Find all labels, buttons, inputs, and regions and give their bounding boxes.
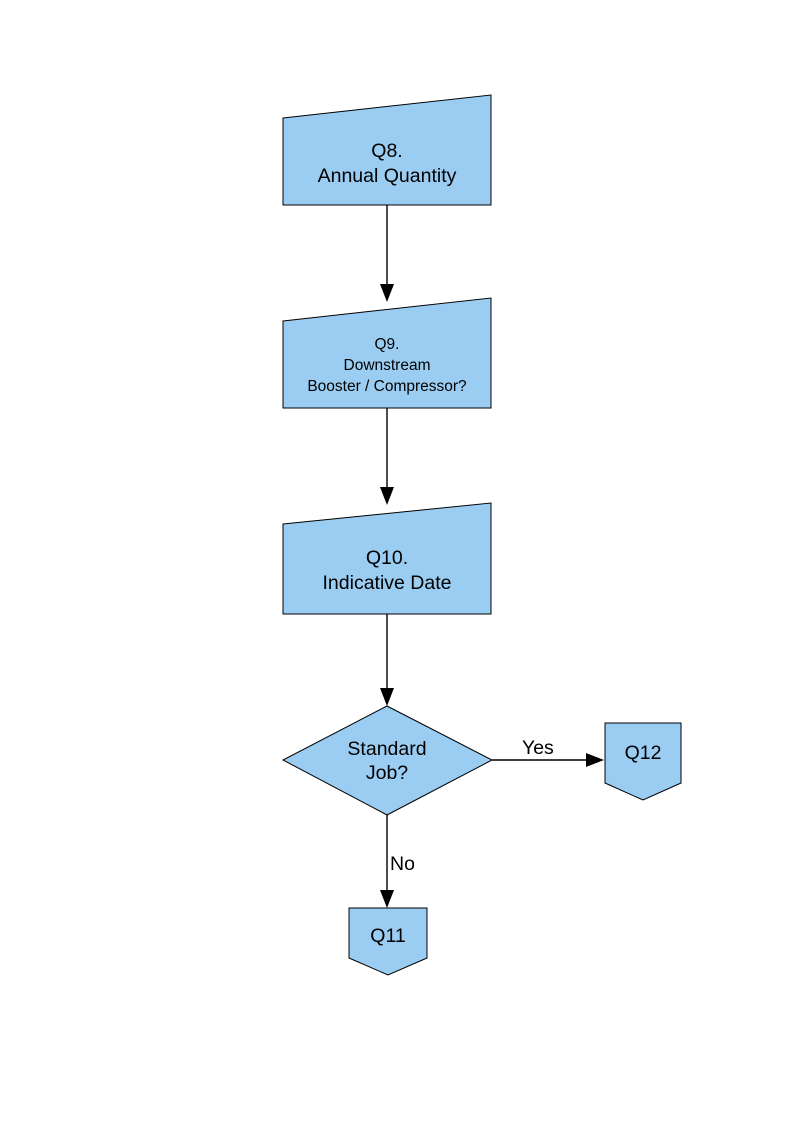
q12-label: Q12 xyxy=(625,742,662,764)
q11-shape[interactable] xyxy=(348,907,428,976)
edge-q8-to-q9-arrowhead xyxy=(380,284,394,302)
q8-shape[interactable] xyxy=(282,94,492,206)
q8-label-line2: Annual Quantity xyxy=(318,165,457,187)
edge-q8-to-q9 xyxy=(380,205,394,302)
edge-label-no: No xyxy=(390,853,415,875)
node-q8[interactable]: Q8. Annual Quantity xyxy=(282,94,492,206)
edge-q10-to-decision-arrowhead xyxy=(380,688,394,706)
node-q10[interactable]: Q10. Indicative Date xyxy=(282,502,492,615)
q9-label-line2: Downstream xyxy=(344,357,431,374)
edge-q9-to-q10 xyxy=(380,408,394,505)
edge-label-yes: Yes xyxy=(522,737,554,759)
decision-diamond-shape[interactable] xyxy=(281,705,494,816)
edge-decision-to-q12: Yes xyxy=(492,737,604,767)
edge-decision-to-q11: No xyxy=(380,815,415,908)
edge-q10-to-decision xyxy=(380,614,394,706)
q10-label-line1: Q10. xyxy=(366,547,408,569)
edge-decision-to-q12-arrowhead xyxy=(586,753,604,767)
edge-q9-to-q10-arrowhead xyxy=(380,487,394,505)
node-decision-standard-job[interactable]: Standard Job? xyxy=(281,705,494,816)
node-q9[interactable]: Q9. Downstream Booster / Compressor? xyxy=(282,297,492,409)
edge-decision-to-q11-arrowhead xyxy=(380,890,394,908)
q12-shape[interactable] xyxy=(604,722,682,801)
node-q12[interactable]: Q12 xyxy=(604,722,682,801)
q8-label-line1: Q8. xyxy=(371,140,402,162)
decision-label-line2: Job? xyxy=(366,762,408,784)
node-q11[interactable]: Q11 xyxy=(348,907,428,976)
q11-label: Q11 xyxy=(370,925,405,947)
q9-label-line3: Booster / Compressor? xyxy=(307,378,467,395)
q10-label-line2: Indicative Date xyxy=(323,572,452,594)
q9-shape[interactable] xyxy=(282,297,492,409)
q9-label-line1: Q9. xyxy=(375,336,400,353)
q10-shape[interactable] xyxy=(282,502,492,615)
decision-label-line1: Standard xyxy=(347,738,426,760)
